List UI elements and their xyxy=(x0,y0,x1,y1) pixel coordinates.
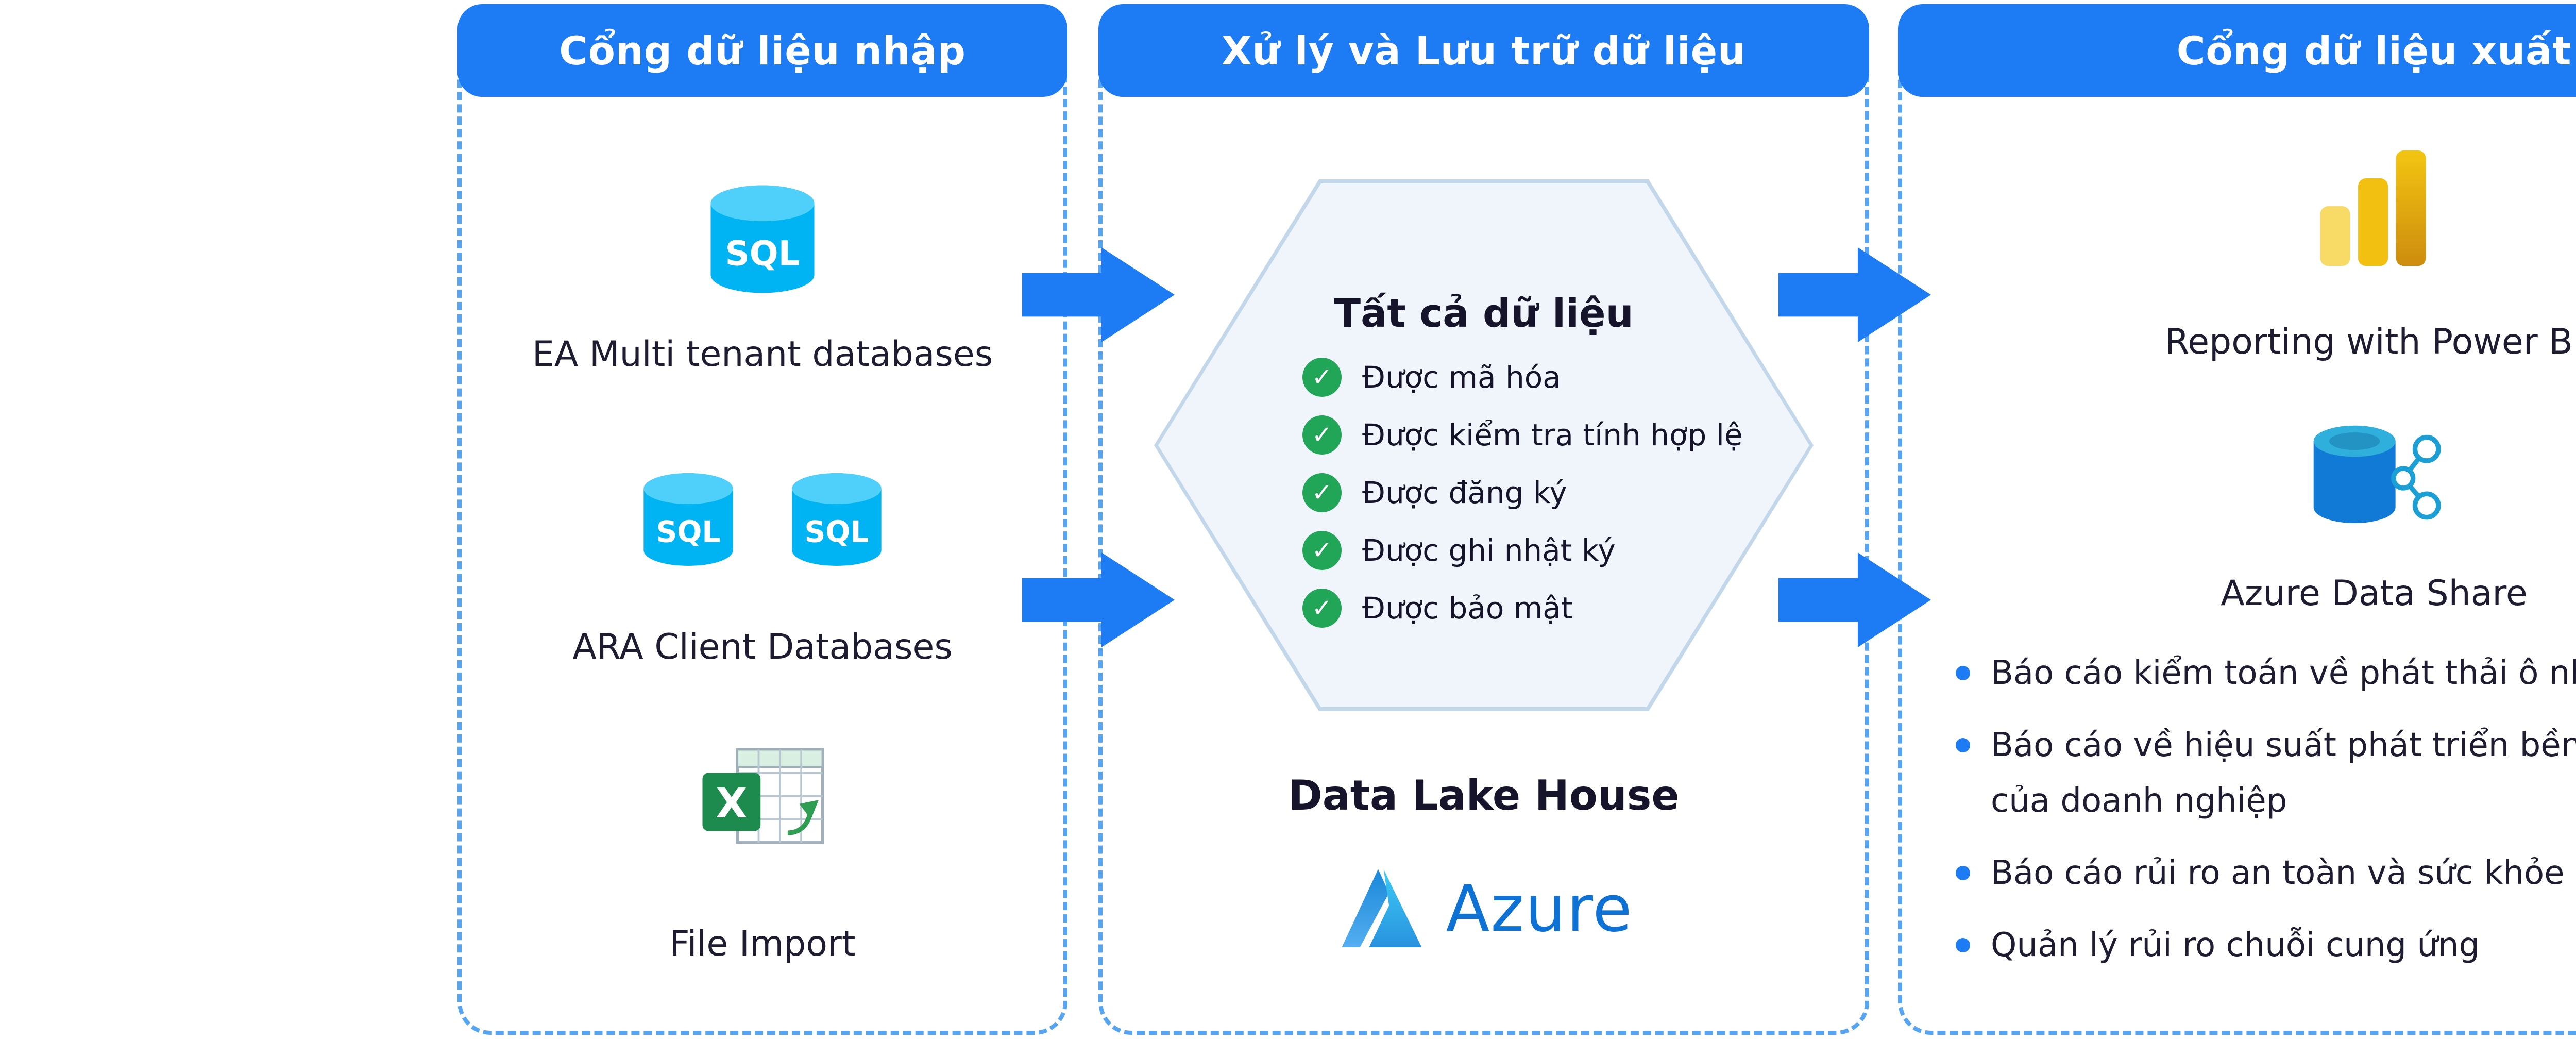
label-power-bi: Reporting with Power BI xyxy=(2165,322,2576,362)
bullet-dot-icon xyxy=(1956,738,1970,752)
checklist-item: ✓ Được ghi nhật ký xyxy=(1302,522,1809,579)
report-bullet-text: Báo cáo về hiệu suất phát triển bền vững… xyxy=(1991,726,2576,820)
report-bullet-text: Báo cáo rủi ro an toàn và sức khỏe nhân … xyxy=(1991,854,2576,892)
bullet-dot-icon xyxy=(1956,666,1970,680)
panel-input-gateway: Cổng dữ liệu nhập SQL EA Multi tenant da… xyxy=(457,4,1067,1035)
check-icon: ✓ xyxy=(1302,473,1342,512)
checklist-item-label: Được bảo mật xyxy=(1362,591,1573,626)
hexagon-title: Tất cả dữ liệu xyxy=(1334,290,1634,336)
report-bullet-text: Báo cáo kiểm toán về phát thải ô nhiễm C… xyxy=(1991,654,2576,692)
check-icon: ✓ xyxy=(1302,589,1342,628)
check-icon: ✓ xyxy=(1302,358,1342,397)
panel-processing-body: Tất cả dữ liệu ✓ Được mã hóa ✓ Được kiểm… xyxy=(1103,101,1865,1031)
bullet-dot-icon xyxy=(1956,866,1970,880)
sql-database-icon: SQL xyxy=(643,473,733,566)
label-ea-databases: EA Multi tenant databases xyxy=(532,334,993,375)
panel-processing-storage: Xử lý và Lưu trữ dữ liệu Tất cả dữ liệu … xyxy=(1098,4,1869,1035)
sql-database-icon: SQL xyxy=(792,473,882,566)
data-checklist: ✓ Được mã hóa ✓ Được kiểm tra tính hợp l… xyxy=(1158,348,1809,637)
panel-output-header: Cổng dữ liệu xuất xyxy=(1898,4,2576,97)
data-lake-house-label: Data Lake House xyxy=(1288,772,1680,819)
panel-output-gateway: Cổng dữ liệu xuất Reporting with Power B… xyxy=(1898,4,2576,1035)
checklist-item-label: Được đăng ký xyxy=(1362,475,1567,510)
hexagon-fill: Tất cả dữ liệu ✓ Được mã hóa ✓ Được kiểm… xyxy=(1158,183,1809,707)
azure-data-share-icon xyxy=(2313,425,2441,524)
label-ara-databases: ARA Client Databases xyxy=(572,627,953,667)
report-bullet: Báo cáo về hiệu suất phát triển bền vững… xyxy=(1956,717,2576,829)
azure-logo: Azure xyxy=(1334,860,1633,959)
azure-triangle-icon xyxy=(1342,869,1422,947)
sql-icon-label: SQL xyxy=(725,233,800,273)
report-bullet-text: Quản lý rủi ro chuỗi cung ứng xyxy=(1991,926,2480,964)
report-bullet: Báo cáo rủi ro an toàn và sức khỏe nhân … xyxy=(1956,845,2576,901)
power-bi-icon xyxy=(2320,150,2426,266)
check-icon: ✓ xyxy=(1302,415,1342,455)
bullet-dot-icon xyxy=(1956,938,1970,952)
excel-icon-letter: X xyxy=(716,780,747,827)
label-azure-data-share: Azure Data Share xyxy=(2221,573,2528,614)
label-file-import: File Import xyxy=(669,924,856,964)
check-icon: ✓ xyxy=(1302,531,1342,570)
report-bullet-list: Báo cáo kiểm toán về phát thải ô nhiễm C… xyxy=(1902,645,2576,973)
panel-input-body: SQL EA Multi tenant databases SQL SQL AR… xyxy=(462,101,1063,1031)
checklist-item-label: Được kiểm tra tính hợp lệ xyxy=(1362,417,1743,453)
sql-database-icon: SQL xyxy=(710,185,815,293)
checklist-item-label: Được mã hóa xyxy=(1362,360,1561,395)
checklist-item: ✓ Được đăng ký xyxy=(1302,464,1809,522)
checklist-item: ✓ Được kiểm tra tính hợp lệ xyxy=(1302,406,1809,464)
sql-database-pair-icon: SQL SQL xyxy=(637,464,888,575)
excel-file-icon: X xyxy=(702,748,824,844)
panel-output-body: Reporting with Power BI Azure Data Share xyxy=(1902,101,2576,1031)
checklist-item: ✓ Được mã hóa xyxy=(1302,348,1809,406)
all-data-hexagon: Tất cả dữ liệu ✓ Được mã hóa ✓ Được kiểm… xyxy=(1154,179,1814,711)
sql-icon-label: SQL xyxy=(656,515,720,549)
checklist-item-label: Được ghi nhật ký xyxy=(1362,533,1616,568)
checklist-item: ✓ Được bảo mật xyxy=(1302,579,1809,637)
panel-processing-header: Xử lý và Lưu trữ dữ liệu xyxy=(1098,4,1869,97)
sql-icon-label: SQL xyxy=(804,515,869,549)
panel-input-header: Cổng dữ liệu nhập xyxy=(457,4,1067,97)
report-bullet: Báo cáo kiểm toán về phát thải ô nhiễm C… xyxy=(1956,645,2576,701)
report-bullet: Quản lý rủi ro chuỗi cung ứng xyxy=(1956,917,2576,973)
azure-wordmark: Azure xyxy=(1446,872,1633,946)
